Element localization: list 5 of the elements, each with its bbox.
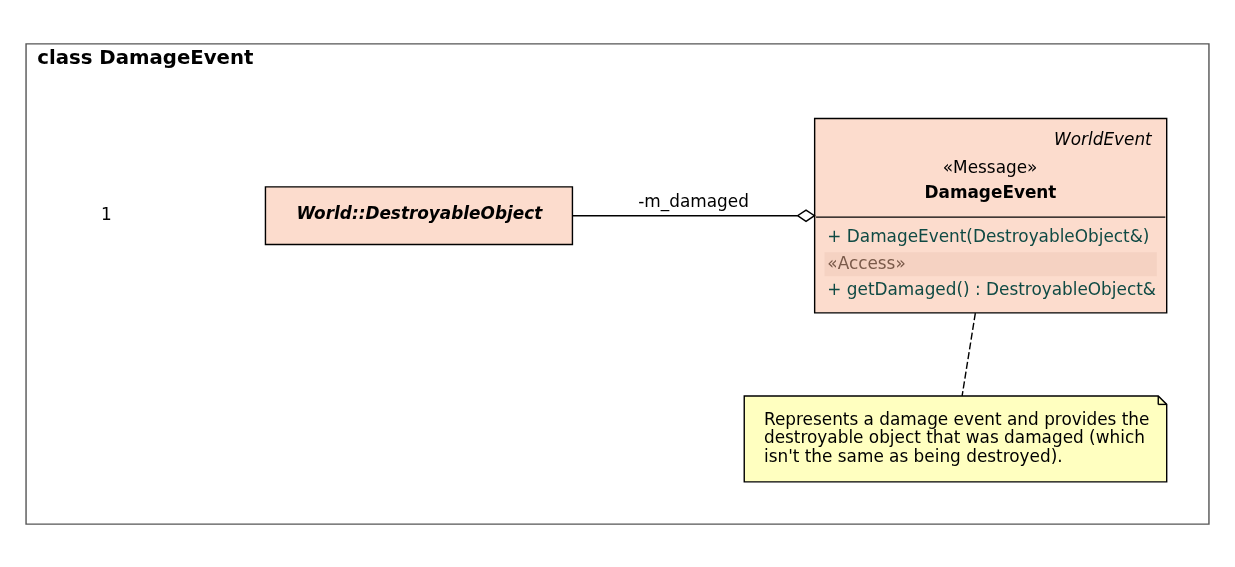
node-box: World::DestroyableObject [264, 185, 574, 245]
edge-label: -m_damaged [638, 190, 749, 211]
connector [571, 208, 816, 222]
label: 1 [100, 203, 112, 224]
connector [961, 311, 977, 397]
